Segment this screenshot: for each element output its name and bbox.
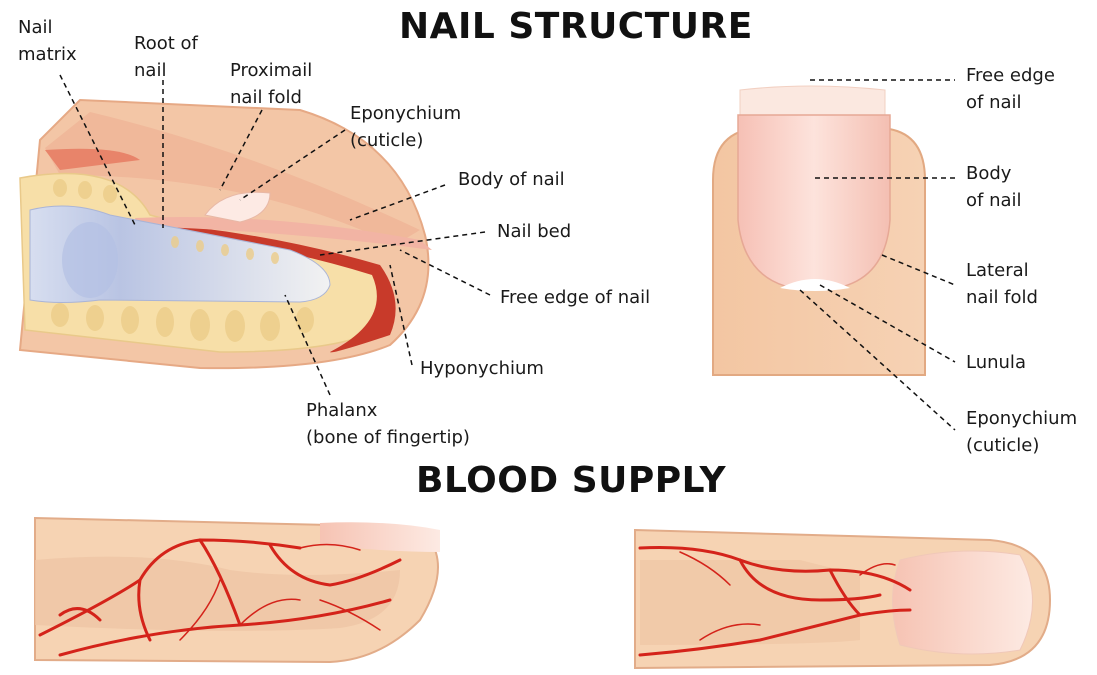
- top-view-finger: [713, 80, 955, 430]
- label-hyponychium: Hyponychium: [420, 355, 544, 382]
- label-nail-bed: Nail bed: [497, 218, 571, 245]
- label-body-of-nail-side: Body of nail: [458, 166, 565, 193]
- blood-supply-top-view: [635, 530, 1050, 668]
- label-phalanx: Phalanx(bone of fingertip): [306, 397, 470, 451]
- label-eponychium-side: Eponychium(cuticle): [350, 100, 461, 154]
- label-lunula: Lunula: [966, 349, 1026, 376]
- label-eponychium-top: Eponychium(cuticle): [966, 405, 1077, 459]
- blood-supply-side-view: [35, 518, 440, 662]
- label-free-edge-side: Free edge of nail: [500, 284, 650, 311]
